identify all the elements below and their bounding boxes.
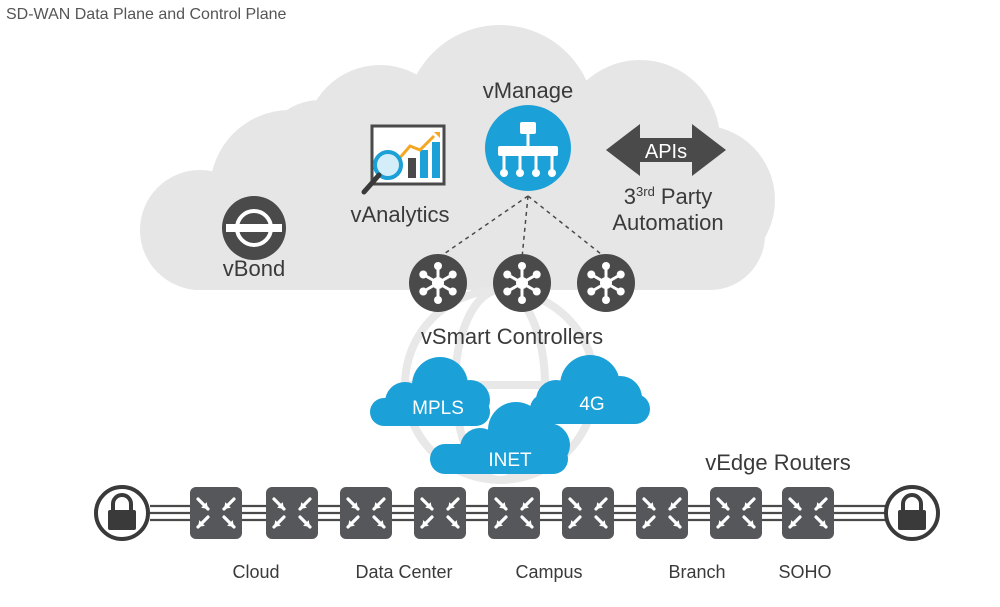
- site-label-cloud: Cloud: [232, 562, 279, 582]
- vsmart-controller-icon[interactable]: [493, 254, 551, 312]
- vedge-label: vEdge Routers: [705, 450, 851, 475]
- apis-label: APIs: [645, 141, 687, 163]
- vmanage-label: vManage: [483, 78, 574, 103]
- third-party-superscript: 3rd: [636, 184, 655, 199]
- padlock-icon-left: [94, 485, 150, 541]
- third-party-party: Party: [661, 184, 712, 209]
- router-arrows-icon[interactable]: [488, 487, 540, 539]
- vsmart-controller-icon[interactable]: [409, 254, 467, 312]
- router-arrows-icon[interactable]: [782, 487, 834, 539]
- padlock-icon-right: [884, 485, 940, 541]
- third-party-number: 3: [624, 184, 636, 209]
- vmanage-icon[interactable]: [485, 105, 571, 191]
- vanalytics-icon[interactable]: [361, 124, 446, 195]
- site-label-campus: Campus: [515, 562, 582, 582]
- router-arrows-icon[interactable]: [266, 487, 318, 539]
- router-arrows-icon[interactable]: [190, 487, 242, 539]
- transport-cloud-mpls[interactable]: [370, 357, 490, 426]
- site-label-branch: Branch: [668, 562, 725, 582]
- router-arrows-icon[interactable]: [414, 487, 466, 539]
- transport-label-inet: INET: [488, 450, 532, 471]
- transport-cloud-4g[interactable]: [530, 355, 650, 424]
- vsmart-label: vSmart Controllers: [421, 324, 603, 349]
- vsmart-controller-icon[interactable]: [577, 254, 635, 312]
- vmanage-connectors: [437, 195, 607, 259]
- page-title: SD-WAN Data Plane and Control Plane: [6, 6, 287, 23]
- transport-cloud-inet[interactable]: [430, 402, 570, 474]
- router-arrows-icon[interactable]: [710, 487, 762, 539]
- third-party-line2: Automation: [612, 210, 723, 235]
- vbond-icon[interactable]: [222, 196, 286, 260]
- router-arrows-icon[interactable]: [562, 487, 614, 539]
- third-party-line1: 33rd Party: [624, 184, 712, 209]
- apis-arrow[interactable]: APIs: [606, 124, 726, 176]
- router-arrows-icon[interactable]: [636, 487, 688, 539]
- transport-label-mpls: MPLS: [412, 398, 464, 419]
- site-label-soho: SOHO: [778, 562, 831, 582]
- router-arrows-icon[interactable]: [340, 487, 392, 539]
- vanalytics-label: vAnalytics: [350, 202, 449, 227]
- transport-label-4g: 4G: [579, 394, 604, 415]
- vbond-label: vBond: [223, 256, 285, 281]
- site-label-data-center: Data Center: [355, 562, 452, 582]
